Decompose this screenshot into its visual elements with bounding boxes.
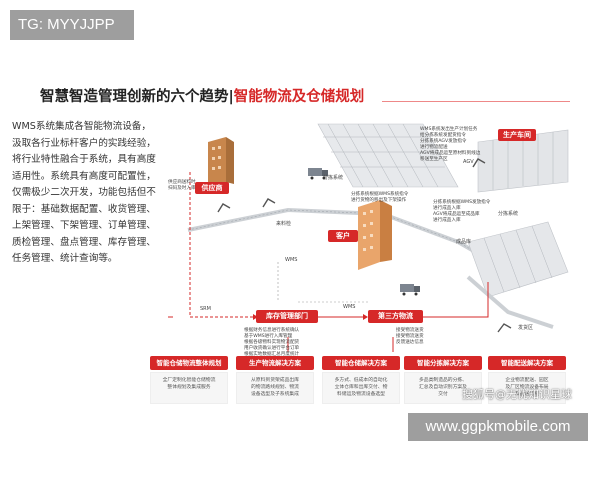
truck-icon-2: [400, 284, 420, 296]
label-wms-2: WMS: [343, 304, 356, 310]
label-incoming: 来料检: [276, 221, 292, 227]
solution-body-1: 全厂定制化智能仓储物流 整体规划及集成服务: [150, 372, 228, 404]
logistics-diagram: 供应商 生产车间 客户 库存管理部门 第三方物流 来料检 分拣系统 分拣系统 A…: [166, 112, 588, 412]
intro-text: WMS系统集成各智能物流设备，汲取各行业标杆客户的实践经验，将行业特性融合于系统…: [12, 121, 156, 264]
robot-arm-icons: [217, 158, 512, 333]
title-accent: 智能物流及仓储规划: [233, 89, 365, 105]
box-production-line: 生产车间: [498, 129, 536, 141]
label-sorting-1: 分拣系统: [323, 175, 344, 181]
label-srm: SRM: [200, 306, 211, 312]
note-top-left: 供应商送料时 扫码及时入库: [168, 180, 196, 191]
title-main: 智慧智造管理创新的六个趋势: [40, 89, 229, 105]
box-customer: 客户: [328, 230, 358, 242]
label-agv: AGV: [463, 159, 474, 165]
label-sorting-2: 分拣系统: [498, 211, 519, 217]
solution-head-3: 智能仓储解决方案: [322, 356, 400, 370]
tag-overlay: TG: MYYJJPP: [10, 10, 134, 40]
box-inventory-dept: 库存管理部门: [256, 310, 318, 323]
box-supplier: 供应商: [195, 182, 229, 194]
solution-head-2: 生产物流解决方案: [236, 356, 314, 370]
box-third-party: 第三方物流: [368, 310, 423, 323]
note-bottom-left: 根据财务信息进行系统确认 基于WMS进行入库管理 根据各级物料实现物流配货 用户…: [244, 328, 300, 357]
note-right-mid: 分拣系统根据WMS发放指令 进行成品入库 AGV将成品运至成品库 进行成品入库: [433, 200, 491, 223]
solution-head-4: 智能分拣解决方案: [404, 356, 482, 370]
label-finished: 成品库: [456, 239, 472, 245]
diagram-graphic: [166, 123, 569, 352]
solution-head-1: 智能仓储物流整体规划: [150, 356, 228, 370]
customer-building-icon: [358, 200, 392, 270]
page-title: 智慧智造管理创新的六个趋势|智能物流及仓储规划: [40, 85, 364, 107]
title-rule: [382, 101, 570, 102]
flow-lines: [166, 172, 489, 352]
solution-body-5: 企业物流配送、园区 及厂区物流设备布局 及配送系统: [488, 372, 566, 404]
solution-body-2: 从原料到货架成品出库 的物流路线规划、物流 设备选型及子系统集成: [236, 372, 314, 404]
note-right-top: WMS系统发出生产计划任务 给分拣系统发配货指令 分拣系统AGV发放指令 进行物…: [420, 127, 481, 162]
note-mid-top: 分拣系统根据WMS系统指令 进行货物的移出及下架操作: [351, 192, 409, 203]
watermark-sohu: 搜狐号@无忧知识星球: [462, 388, 572, 401]
label-shipping: 发货区: [518, 325, 534, 331]
title-separator: |: [228, 89, 234, 105]
truck-icon-1: [308, 168, 328, 180]
solution-body-4: 多品类制造品的分拣、 汇总及自动识别方案及 交付: [404, 372, 482, 404]
watermark-site: www.ggpkmobile.com: [408, 413, 588, 441]
supplier-building-icon: [208, 137, 234, 187]
label-wms-1: WMS: [285, 257, 298, 263]
solution-body-3: 多方式、低成本的自动化 立体仓库和出库交付、物 料储运及物流设备选型: [322, 372, 400, 404]
solution-head-5: 智能配送解决方案: [488, 356, 566, 370]
note-bottom-right: 接受物流送货 接受物流送货 反馈送达信息: [396, 328, 424, 345]
